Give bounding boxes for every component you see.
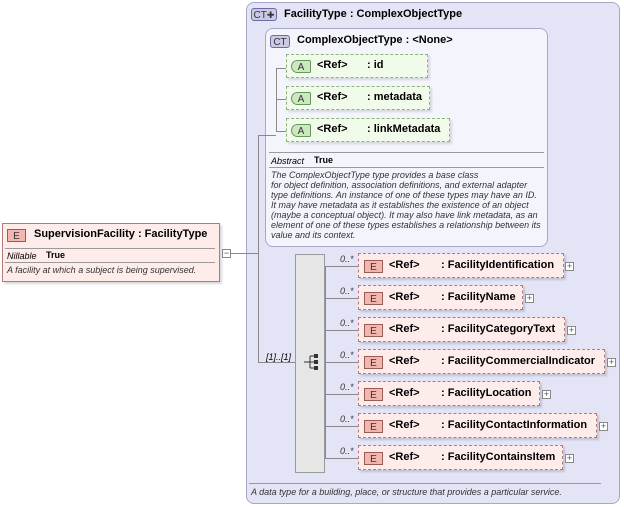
element-name: : FacilityCommercialIndicator	[441, 355, 596, 367]
element-ref: <Ref>	[389, 387, 420, 399]
attribute-ref: <Ref>	[317, 59, 348, 71]
sequence-connector	[325, 330, 358, 331]
element-name: : FacilityContainsItem	[441, 451, 556, 463]
divider	[249, 483, 601, 484]
nillable-value: True	[46, 250, 66, 260]
element-ref: <Ref>	[389, 291, 420, 303]
supervision-facility-element[interactable]	[2, 223, 220, 282]
element-cardinality: 0..*	[340, 318, 354, 328]
complex-object-type-doc: The ComplexObjectType type provides a ba…	[271, 170, 541, 240]
sequence-cardinality: [1]..[1]	[266, 352, 292, 362]
attribute-badge: A	[291, 92, 311, 105]
attribute-id[interactable]: A <Ref> : id	[286, 54, 428, 78]
element-cardinality: 0..*	[340, 286, 354, 296]
element-facility-name[interactable]: E <Ref> : FacilityName	[358, 285, 523, 310]
plus-badge-icon: ✚	[266, 10, 275, 20]
element-facility-location[interactable]: E <Ref> : FacilityLocation	[358, 381, 540, 406]
nillable-label: Nillable	[7, 251, 37, 261]
element-facility-commercial-indicator[interactable]: E <Ref> : FacilityCommercialIndicator	[358, 349, 605, 374]
element-name: : FacilityIdentification	[441, 259, 555, 271]
element-badge: E	[7, 229, 26, 242]
attribute-metadata[interactable]: A <Ref> : metadata	[286, 86, 430, 110]
element-facility-category-text[interactable]: E <Ref> : FacilityCategoryText	[358, 317, 565, 342]
plus-icon[interactable]: +	[607, 357, 616, 367]
attribute-link-metadata[interactable]: A <Ref> : linkMetadata	[286, 118, 450, 142]
element-cardinality: 0..*	[340, 350, 354, 360]
complex-type-badge: CT	[270, 35, 290, 48]
element-facility-contains-item[interactable]: E <Ref> : FacilityContainsItem	[358, 445, 563, 470]
element-ref: <Ref>	[389, 355, 420, 367]
attribute-connector	[276, 99, 286, 100]
attribute-name: : metadata	[367, 91, 423, 103]
sequence-connector	[325, 458, 358, 459]
element-badge: E	[364, 260, 383, 273]
attribute-badge: A	[291, 60, 311, 73]
element-badge: E	[364, 356, 383, 369]
facility-type-title: FacilityType : ComplexObjectType	[284, 8, 463, 20]
element-badge: E	[364, 388, 383, 401]
plus-icon[interactable]: +	[525, 293, 534, 303]
element-cardinality: 0..*	[340, 382, 354, 392]
connector	[258, 135, 259, 362]
element-badge: E	[364, 324, 383, 337]
supervision-facility-title: SupervisionFacility : FacilityType	[34, 228, 208, 240]
sequence-connector	[325, 426, 358, 427]
attribute-badge: A	[291, 124, 311, 137]
attribute-ref: <Ref>	[317, 123, 348, 135]
element-name: : FacilityCategoryText	[441, 323, 556, 335]
element-name: : FacilityLocation	[441, 387, 532, 399]
element-badge: E	[364, 452, 383, 465]
supervision-facility-doc: A facility at which a subject is being s…	[7, 265, 197, 275]
element-name: : FacilityContactInformation	[441, 419, 588, 431]
element-ref: <Ref>	[389, 451, 420, 463]
sequence-connector	[325, 266, 358, 267]
plus-icon[interactable]: −	[222, 248, 231, 258]
sequence-compositor-icon	[304, 354, 318, 370]
attribute-connector	[258, 135, 276, 136]
complex-type-badge: CT✚	[251, 8, 277, 21]
abstract-label: Abstract	[271, 156, 305, 166]
element-ref: <Ref>	[389, 419, 420, 431]
attribute-ref: <Ref>	[317, 91, 348, 103]
divider	[269, 152, 544, 153]
attribute-name: : id	[367, 59, 384, 71]
element-name: : FacilityName	[441, 291, 516, 303]
plus-icon[interactable]: +	[599, 421, 608, 431]
divider	[5, 262, 215, 263]
element-badge: E	[364, 292, 383, 305]
sequence-connector	[325, 298, 358, 299]
element-facility-identification[interactable]: E <Ref> : FacilityIdentification	[358, 253, 564, 278]
connector	[258, 362, 295, 363]
element-cardinality: 0..*	[340, 446, 354, 456]
element-cardinality: 0..*	[340, 254, 354, 264]
element-facility-contact-information[interactable]: E <Ref> : FacilityContactInformation	[358, 413, 597, 438]
element-badge: E	[364, 420, 383, 433]
connector	[231, 253, 258, 254]
element-ref: <Ref>	[389, 323, 420, 335]
plus-icon[interactable]: +	[542, 389, 551, 399]
sequence-connector	[325, 362, 358, 363]
element-cardinality: 0..*	[340, 414, 354, 424]
attribute-connector	[276, 68, 286, 69]
attribute-name: : linkMetadata	[367, 123, 441, 135]
divider	[5, 248, 215, 249]
plus-icon[interactable]: +	[565, 453, 574, 463]
attribute-connector	[276, 131, 286, 132]
sequence-connector	[325, 394, 358, 395]
plus-icon[interactable]: +	[565, 261, 574, 271]
facility-type-doc: A data type for a building, place, or st…	[251, 487, 562, 497]
element-ref: <Ref>	[389, 259, 420, 271]
divider	[269, 167, 544, 168]
abstract-value: True	[314, 155, 334, 165]
complex-object-type-title: ComplexObjectType : <None>	[297, 34, 453, 46]
plus-icon[interactable]: +	[567, 325, 576, 335]
